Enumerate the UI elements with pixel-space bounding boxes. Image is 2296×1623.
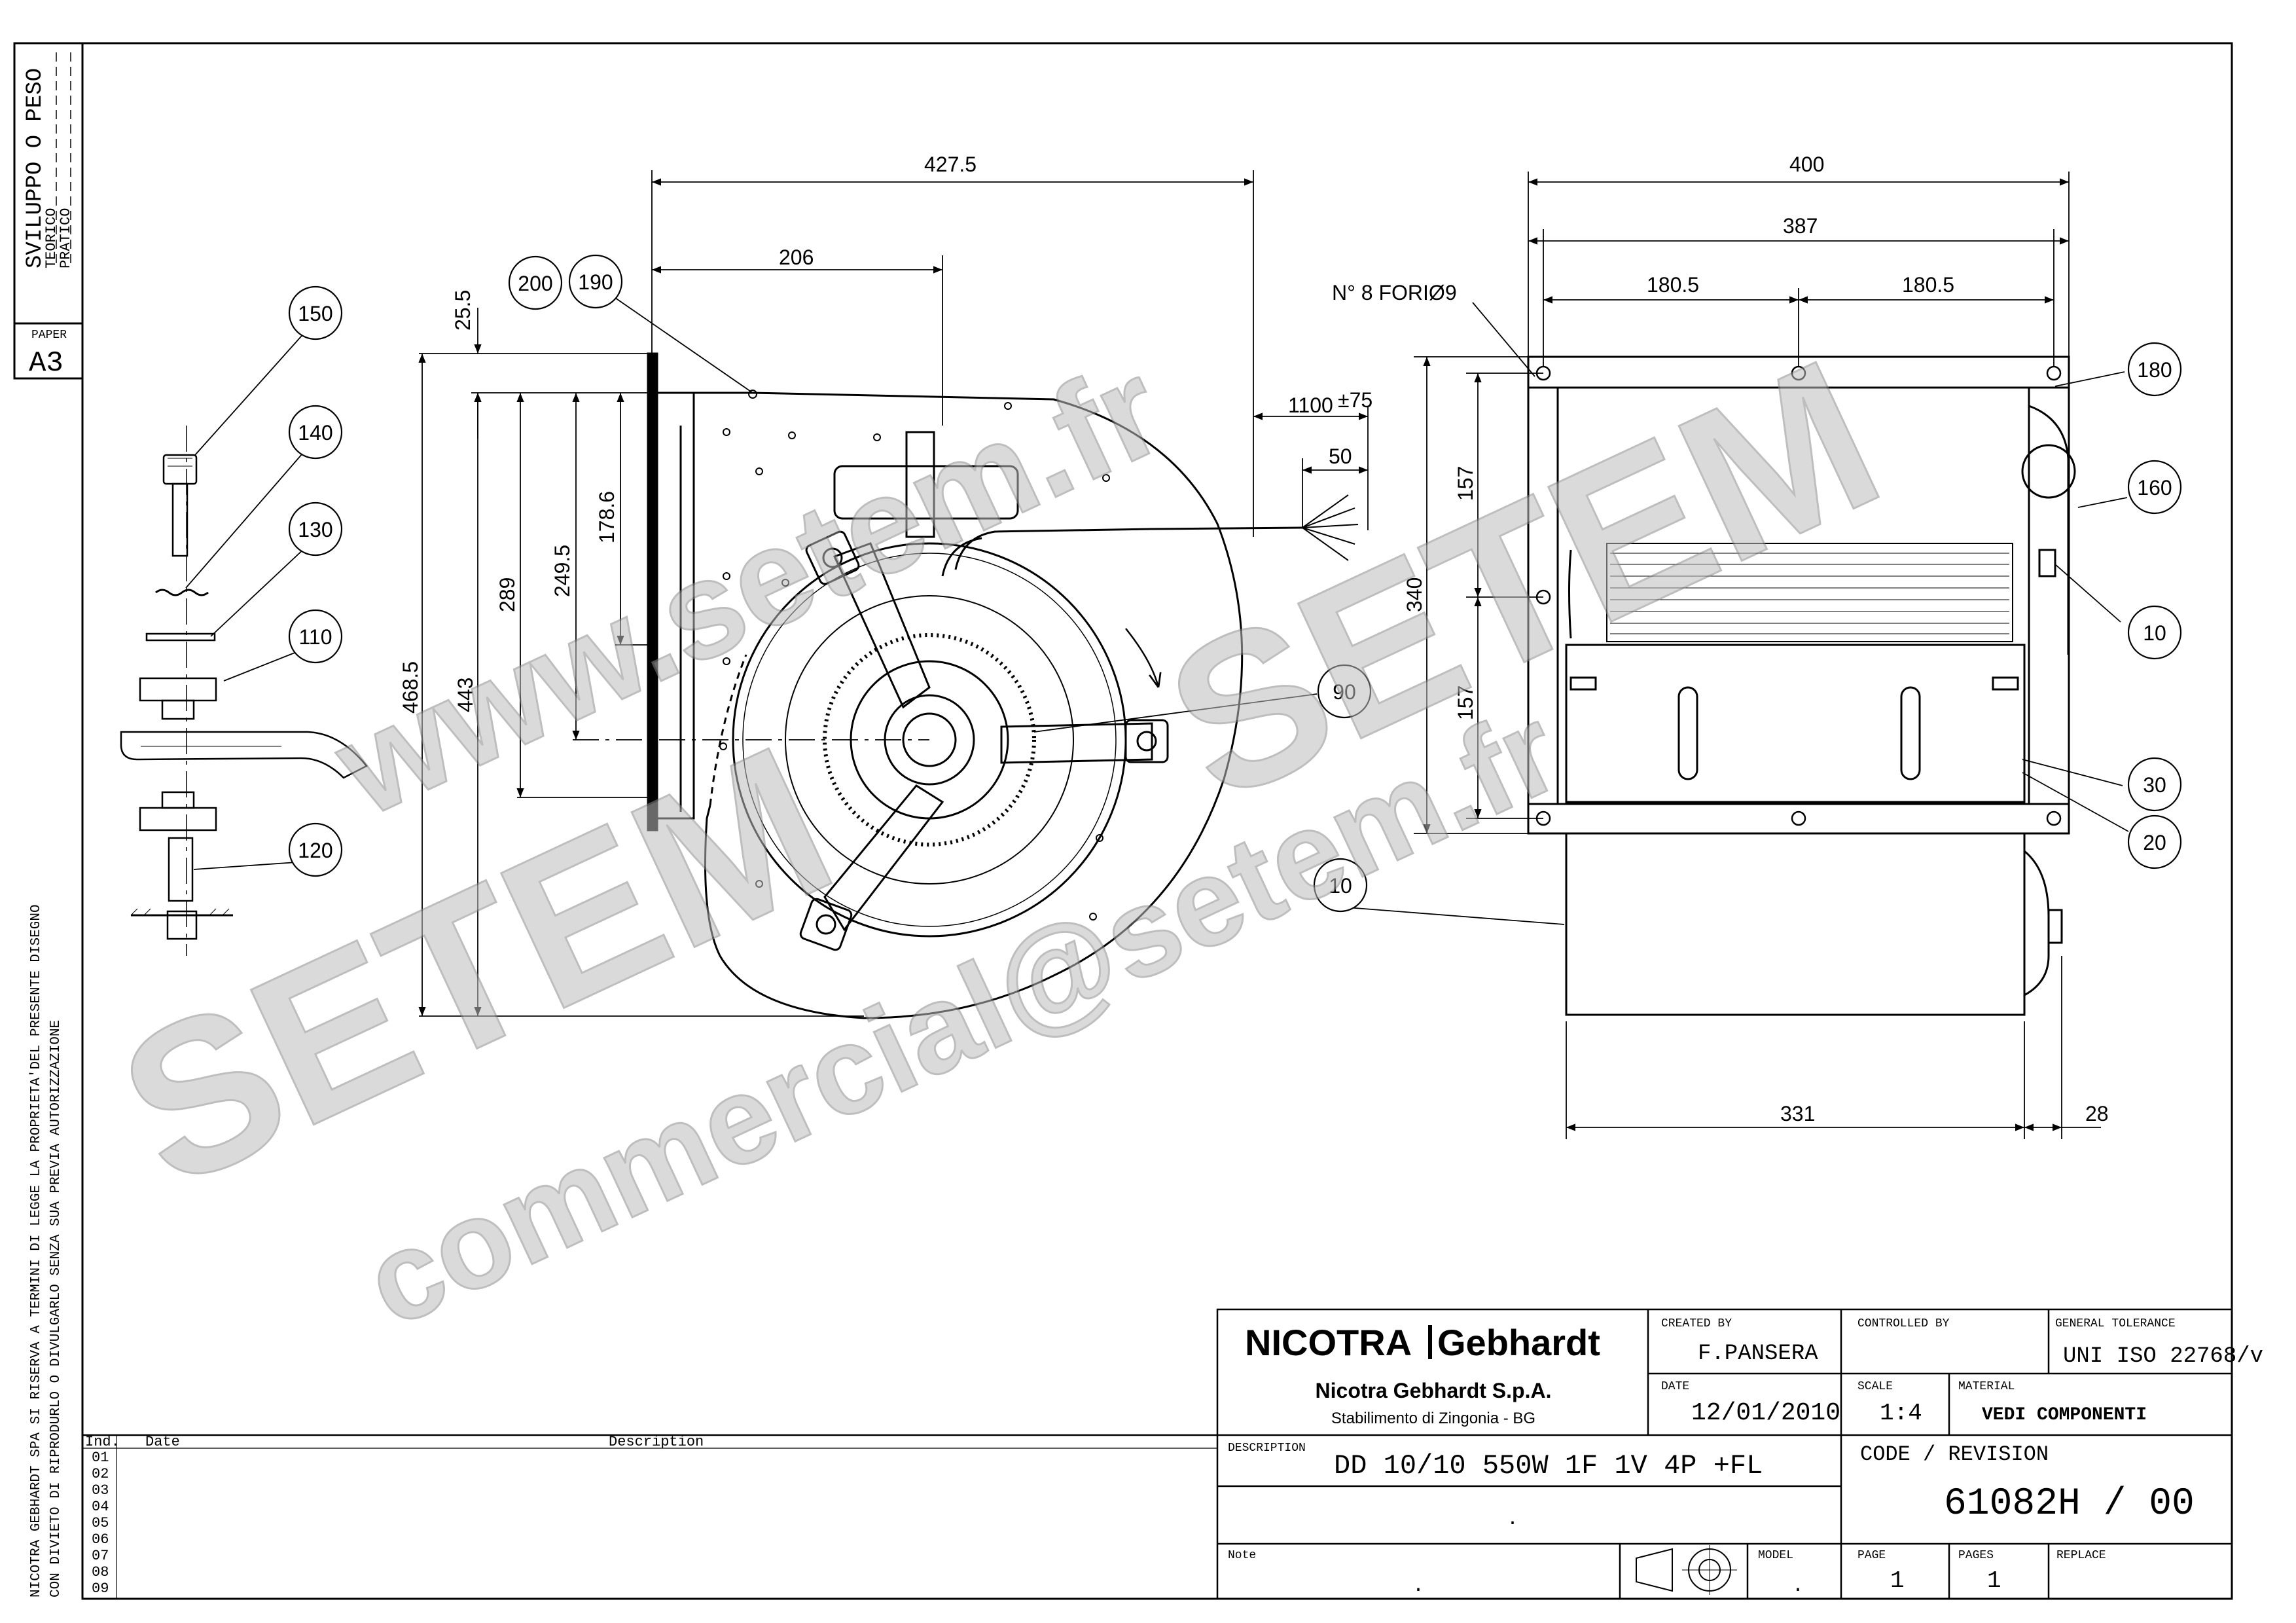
side-view [1527, 356, 2076, 1016]
dim-157-upper: 157 [1454, 466, 1477, 501]
created-by-value: F.PANSERA [1698, 1341, 1818, 1366]
general-tolerance-value: UNI ISO 22768/v [2063, 1344, 2263, 1369]
material-label: MATERIAL [1958, 1380, 2015, 1393]
rev-col-date: Date [145, 1434, 180, 1450]
balloon-20: 20 [2143, 831, 2166, 854]
date-value: 12/01/2010 [1691, 1399, 1840, 1427]
balloon-160: 160 [2137, 476, 2172, 500]
dim-443: 443 [454, 678, 477, 712]
rev-row: 02 [92, 1466, 109, 1482]
description-label: DESCRIPTION [1228, 1442, 1306, 1455]
dim-178-6: 178.6 [595, 491, 619, 543]
general-tolerance-label: GENERAL TOLERANCE [2055, 1317, 2176, 1330]
balloon-10-side: 10 [2143, 621, 2166, 645]
plant-name: Stabilimento di Zingonia - BG [1331, 1410, 1535, 1427]
dim-289: 289 [495, 577, 519, 612]
balloon-120: 120 [298, 839, 332, 862]
rev-row: 01 [92, 1450, 109, 1466]
balloon-150: 150 [298, 302, 332, 325]
paper-size: A3 [29, 347, 63, 380]
description-value: DD 10/10 550W 1F 1V 4P +FL [1334, 1450, 1763, 1482]
teorico-label: TEORICO [43, 208, 60, 268]
logo-divider [1428, 1325, 1432, 1359]
dim-157-lower: 157 [1454, 685, 1477, 720]
rev-row: 09 [92, 1580, 109, 1597]
controlled-by-label: CONTROLLED BY [1857, 1317, 1950, 1330]
balloon-110: 110 [298, 625, 332, 649]
revision-table [82, 1434, 1217, 1599]
front-view [647, 352, 1359, 1019]
rev-col-ind: Ind. [85, 1434, 120, 1450]
balloons [288, 254, 2182, 913]
rev-row: 06 [92, 1531, 109, 1548]
paper-label: PAPER [31, 329, 67, 342]
dim-249-5: 249.5 [550, 545, 574, 597]
balloon-200: 200 [518, 272, 552, 295]
code-revision-value: 61082H / 00 [1944, 1483, 2195, 1525]
projection-symbol [1636, 1545, 1737, 1595]
rev-row: 03 [92, 1482, 109, 1499]
description-dot: . [1507, 1508, 1518, 1531]
code-revision-label: CODE / REVISION [1860, 1442, 2049, 1467]
rev-col-description: Description [609, 1434, 704, 1450]
date-label: DATE [1661, 1380, 1689, 1393]
rev-row: 08 [92, 1564, 109, 1580]
scale-label: SCALE [1857, 1380, 1893, 1393]
balloon-30: 30 [2143, 773, 2166, 797]
pages-value: 1 [1987, 1567, 2001, 1594]
dim-180-5-right: 180.5 [1902, 273, 1954, 297]
dim-400: 400 [1789, 153, 1824, 176]
rev-row: 04 [92, 1499, 109, 1515]
model-dot: . [1792, 1575, 1804, 1597]
balloon-leaders [185, 297, 2129, 925]
pages-label: PAGES [1958, 1549, 1994, 1562]
balloon-140: 140 [298, 421, 332, 445]
balloon-10-front: 10 [1329, 874, 1352, 898]
pratico-label: PRATICO [58, 208, 74, 268]
dim-cable-length: 1100 [1288, 393, 1333, 417]
legal-note-line1: NICOTRA GEBHARDT SPA SI RISERVA A TERMIN… [29, 904, 44, 1597]
created-by-label: CREATED BY [1661, 1317, 1732, 1330]
sviluppo-title: SVILUPPO O PESO [23, 68, 48, 268]
balloon-90: 90 [1333, 680, 1356, 704]
impeller-blades [1610, 553, 2009, 634]
note-label: Note [1228, 1549, 1256, 1562]
balloon-130: 130 [298, 518, 332, 541]
balloon-190: 190 [578, 270, 613, 294]
page-value: 1 [1890, 1567, 1905, 1594]
dim-cable-strip: 50 [1329, 445, 1352, 468]
dim-cable-tolerance: ±75 [1338, 388, 1372, 412]
dim-28: 28 [2085, 1102, 2109, 1125]
title-block-grid [1216, 1308, 2233, 1600]
dim-206: 206 [779, 246, 814, 269]
holes-note: N° 8 FORIØ9 [1332, 281, 1457, 304]
dim-25-5: 25.5 [451, 290, 475, 331]
holes-note-leader [1472, 302, 1535, 377]
side-view-dimensions [1414, 172, 2101, 1139]
dim-331: 331 [1780, 1102, 1815, 1125]
logo-nicotra: NICOTRA [1245, 1322, 1412, 1363]
front-view-holes [719, 390, 1110, 921]
dim-180-5-left: 180.5 [1647, 273, 1699, 297]
material-value: VEDI COMPONENTI [1982, 1405, 2147, 1425]
rev-row: 07 [92, 1548, 109, 1564]
sheet-frame [13, 42, 2233, 1600]
dim-468-5: 468.5 [399, 661, 422, 714]
note-dot: . [1412, 1575, 1424, 1597]
dim-427-5: 427.5 [924, 153, 977, 176]
legal-note-line2: CON DIVIETO DI RIPRODURLO O DIVULGARLO S… [48, 1020, 63, 1597]
page-label: PAGE [1857, 1549, 1886, 1562]
model-label: MODEL [1758, 1549, 1793, 1562]
dim-387: 387 [1783, 214, 1818, 238]
replace-label: REPLACE [2056, 1549, 2106, 1562]
dim-340: 340 [1403, 577, 1426, 612]
logo-gebhardt: Gebhardt [1437, 1322, 1600, 1363]
revision-rows: 01 02 03 04 05 06 07 08 09 [92, 1450, 109, 1597]
rev-row: 05 [92, 1515, 109, 1531]
company-name: Nicotra Gebhardt S.p.A. [1316, 1379, 1552, 1402]
balloon-180: 180 [2137, 358, 2172, 382]
scale-value: 1:4 [1880, 1400, 1922, 1427]
exploded-parts [120, 426, 368, 956]
